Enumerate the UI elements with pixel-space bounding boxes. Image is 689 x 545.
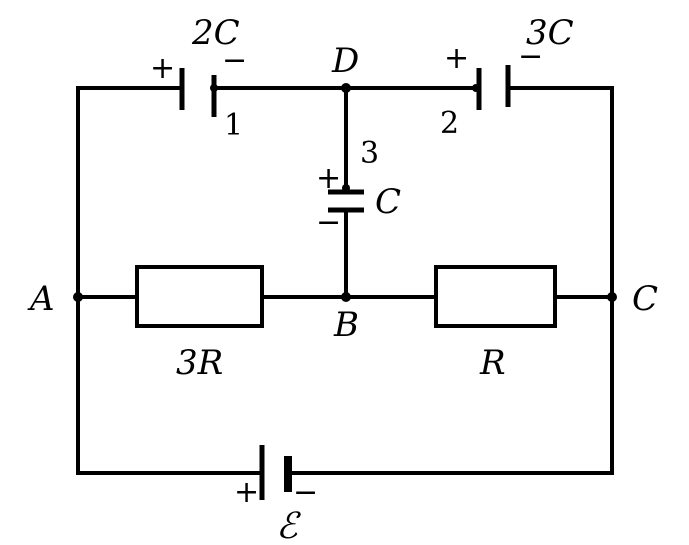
node-d-dot — [341, 83, 351, 93]
label-cap1-value: 2C — [191, 13, 240, 53]
capacitor-2 — [476, 65, 511, 110]
cap3-plus-sign: + — [316, 161, 341, 196]
wire-bottom-right — [286, 295, 614, 475]
label-cap2-value: 3C — [526, 13, 574, 53]
battery-minus-sign: − — [293, 475, 318, 510]
label-emf: ℰ — [276, 506, 301, 545]
battery — [259, 445, 292, 500]
cap1-plus-sign: + — [150, 51, 175, 86]
wires — [76, 86, 614, 475]
label-cap3-index: 3 — [360, 136, 379, 171]
label-node-b: B — [333, 305, 359, 345]
cap1-terminal-dot — [210, 84, 218, 92]
cap2-terminal-dot — [472, 84, 480, 92]
resistor-3r — [135, 265, 264, 328]
cap3-terminal-dot — [342, 184, 350, 192]
cap2-plus-sign: + — [444, 41, 469, 76]
label-cap3-value: C — [375, 182, 401, 222]
capacitor-1 — [179, 68, 217, 117]
wire-top-right — [506, 86, 614, 299]
label-cap1-index: 1 — [224, 108, 243, 143]
cap2-minus-sign: − — [518, 39, 543, 74]
label-node-c: C — [632, 279, 658, 319]
resistor-r — [434, 265, 557, 328]
wire-top-left — [76, 86, 183, 299]
label-node-a: A — [27, 279, 55, 319]
wire-bottom-left — [76, 295, 264, 475]
label-res-3r: 3R — [176, 343, 223, 383]
node-b-dot — [341, 292, 351, 302]
cap3-minus-sign: − — [316, 205, 341, 240]
label-cap2-index: 2 — [440, 106, 459, 141]
label-node-d: D — [331, 41, 359, 81]
label-res-r: R — [479, 343, 506, 383]
node-c-dot — [607, 292, 617, 302]
cap1-minus-sign: − — [222, 43, 247, 78]
node-a-dot — [73, 292, 83, 302]
battery-plus-sign: + — [234, 475, 259, 510]
